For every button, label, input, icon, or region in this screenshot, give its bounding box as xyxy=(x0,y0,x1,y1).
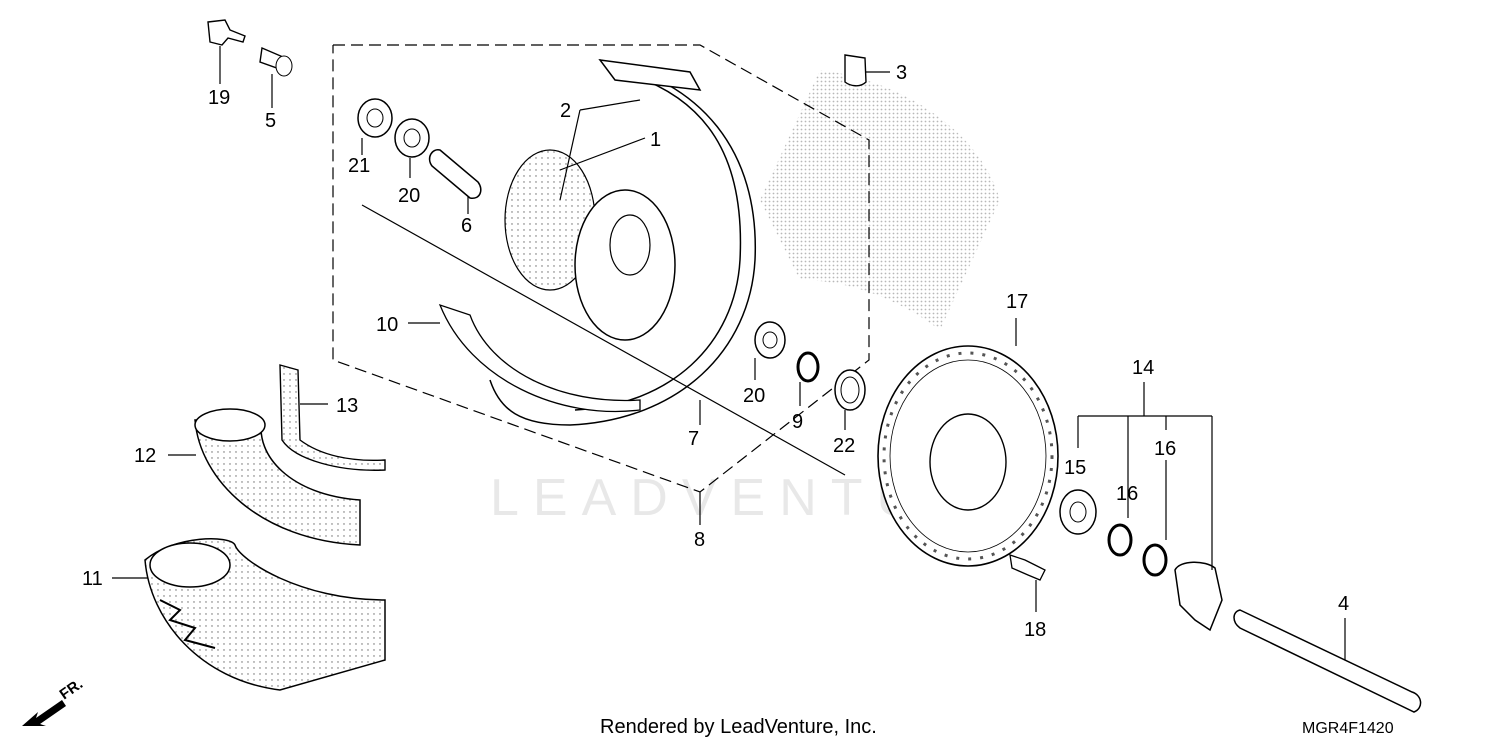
wheel-assembly-outline xyxy=(332,44,870,493)
flange-bolt xyxy=(207,19,246,46)
valve-cap xyxy=(844,54,867,87)
callout-11: 11 xyxy=(82,568,103,590)
callout-8: 8 xyxy=(694,529,705,551)
callout-20-a: 20 xyxy=(398,185,420,207)
callout-19: 19 xyxy=(208,87,230,109)
callout-17: 17 xyxy=(1006,291,1028,313)
bearing-21 xyxy=(357,98,393,138)
callout-21: 21 xyxy=(348,155,370,177)
wheel-rim xyxy=(489,59,756,426)
front-direction-arrow-icon xyxy=(22,700,66,726)
callout-1: 1 xyxy=(650,129,661,151)
callout-5: 5 xyxy=(265,110,276,132)
leader-lines xyxy=(112,46,1346,660)
callout-14: 14 xyxy=(1132,357,1154,379)
wheel-hub-inner xyxy=(609,214,651,276)
distance-collar xyxy=(428,149,482,199)
front-axle xyxy=(1233,609,1422,713)
callout-15: 15 xyxy=(1064,457,1086,479)
side-collar xyxy=(259,46,293,77)
inner-tube xyxy=(194,408,361,546)
callout-13: 13 xyxy=(336,395,358,417)
speedometer-gear xyxy=(1059,489,1097,535)
speedometer-gearbox xyxy=(1174,561,1223,632)
callout-10: 10 xyxy=(376,314,398,336)
callout-20-b: 20 xyxy=(743,385,765,407)
dust-seal xyxy=(834,369,866,411)
callout-18: 18 xyxy=(1024,619,1046,641)
circlip xyxy=(796,351,820,383)
callout-2: 2 xyxy=(560,100,571,122)
drawing-code: MGR4F1420 xyxy=(1302,720,1394,737)
tire xyxy=(144,538,386,691)
bearing-20-right xyxy=(754,321,786,359)
rim-tape xyxy=(438,303,641,413)
bearing-20-left xyxy=(394,118,430,158)
render-credit: Rendered by LeadVenture, Inc. xyxy=(600,716,877,738)
washer-16-a xyxy=(1107,523,1133,557)
rim-band xyxy=(279,364,386,471)
callout-12: 12 xyxy=(134,445,156,467)
honda-wing-watermark xyxy=(760,70,1000,330)
washer-16-b xyxy=(1142,543,1168,577)
disc-bolt xyxy=(1009,554,1046,581)
front-direction-label: FR. xyxy=(57,675,87,703)
callout-4: 4 xyxy=(1338,593,1349,615)
callout-22: 22 xyxy=(833,435,855,457)
callout-16-b: 16 xyxy=(1154,438,1176,460)
callout-16-a: 16 xyxy=(1116,483,1138,505)
callout-3: 3 xyxy=(896,62,907,84)
callout-6: 6 xyxy=(461,215,472,237)
brake-disc xyxy=(877,345,1059,567)
callout-7: 7 xyxy=(688,428,699,450)
callout-9: 9 xyxy=(792,411,803,433)
